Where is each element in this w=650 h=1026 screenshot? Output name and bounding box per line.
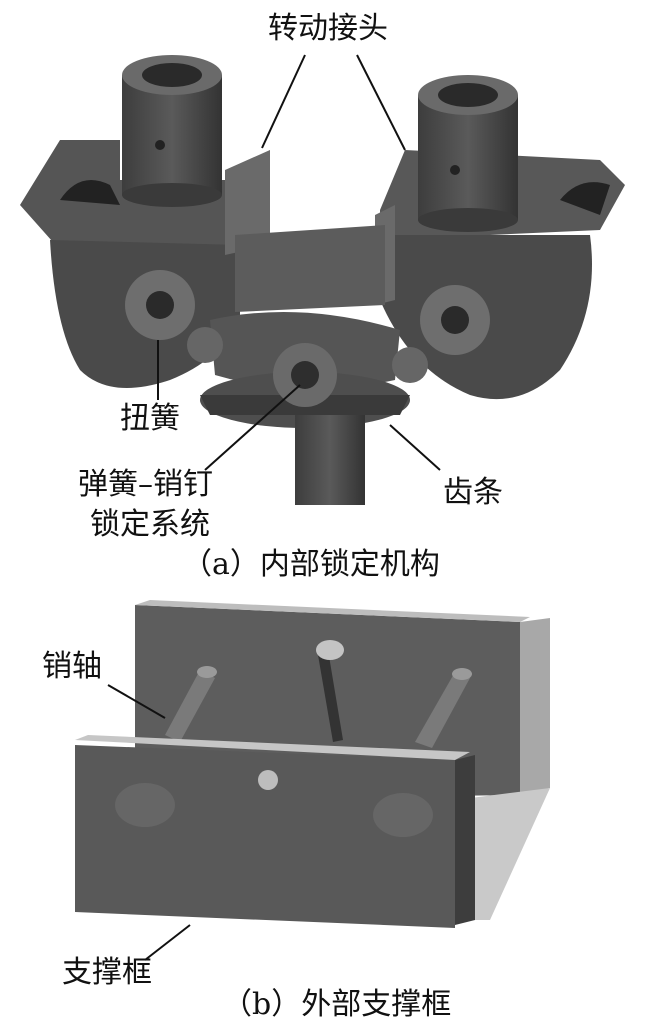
label-torsion-spring: 扭簧 bbox=[120, 401, 180, 436]
label-pin-shaft: 销轴 bbox=[42, 649, 102, 684]
torsion-springs bbox=[125, 270, 490, 383]
label-spring-pin-line2: 锁定系统 bbox=[90, 507, 210, 542]
leader-lines-a bbox=[157, 54, 441, 471]
caption-figure-b: （b）外部支撑框 bbox=[222, 987, 452, 1022]
spring-pin-lock bbox=[273, 343, 337, 407]
label-rotating-joint: 转动接头 bbox=[268, 11, 388, 46]
figure-a-locking-mechanism-drawing bbox=[20, 54, 625, 505]
label-rack: 齿条 bbox=[443, 475, 503, 510]
support-frame bbox=[75, 600, 550, 928]
right-cylinder bbox=[418, 75, 518, 232]
label-spring-pin-line1: 弹簧–销钉 bbox=[78, 467, 213, 502]
leader-lines-b bbox=[107, 684, 191, 961]
bottom-shaft bbox=[295, 415, 365, 505]
label-support-frame: 支撑框 bbox=[62, 955, 152, 990]
caption-figure-a: （a）内部锁定机构 bbox=[182, 547, 440, 582]
left-cylinder bbox=[122, 55, 222, 207]
